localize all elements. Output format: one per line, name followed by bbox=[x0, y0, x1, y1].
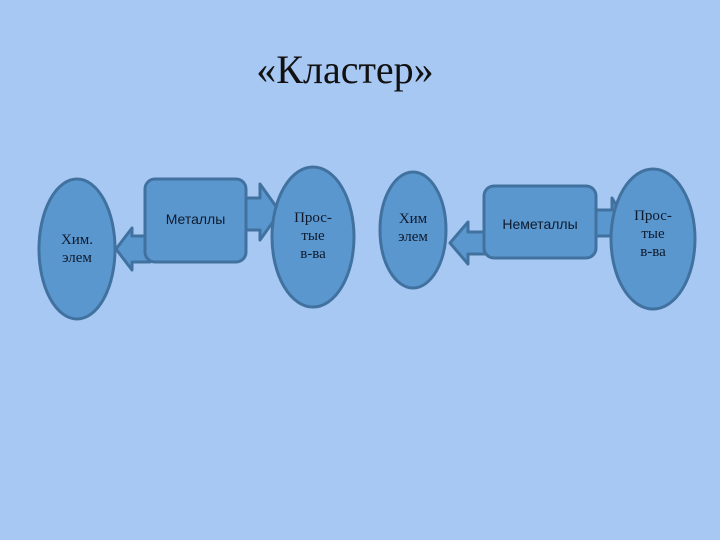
label-chem-elements-2: Хим элем bbox=[384, 210, 442, 246]
node-chem-elements-1 bbox=[37, 177, 117, 321]
label-metals: Металлы bbox=[165, 211, 226, 227]
label-line: Хим bbox=[398, 211, 428, 227]
node-simple-substances-2 bbox=[609, 167, 697, 311]
label-line: тые bbox=[301, 228, 325, 244]
label-line: тые bbox=[641, 226, 665, 242]
label-line: элем bbox=[398, 229, 428, 245]
label-simple-substances-1: Прос- тые в-ва bbox=[280, 209, 346, 263]
label-line: Прос- bbox=[634, 208, 672, 224]
node-chem-elements-2 bbox=[378, 170, 448, 290]
label-line: Хим. bbox=[60, 232, 94, 248]
diagram-title: «Кластер» bbox=[256, 47, 434, 92]
label-line: Прос- bbox=[294, 210, 332, 226]
arrow-left-icon bbox=[114, 226, 152, 272]
label-line: элем bbox=[62, 250, 92, 266]
label-line: в-ва bbox=[300, 246, 326, 262]
arrow-left-icon bbox=[448, 220, 490, 266]
label-nonmetals: Неметаллы bbox=[502, 216, 578, 232]
node-metals bbox=[143, 177, 248, 264]
label-simple-substances-2: Прос- тые в-ва bbox=[620, 207, 686, 261]
node-nonmetals bbox=[482, 184, 598, 260]
node-simple-substances-1 bbox=[270, 165, 356, 309]
label-chem-elements-1: Хим. элем bbox=[47, 231, 107, 267]
label-line: в-ва bbox=[640, 244, 666, 260]
